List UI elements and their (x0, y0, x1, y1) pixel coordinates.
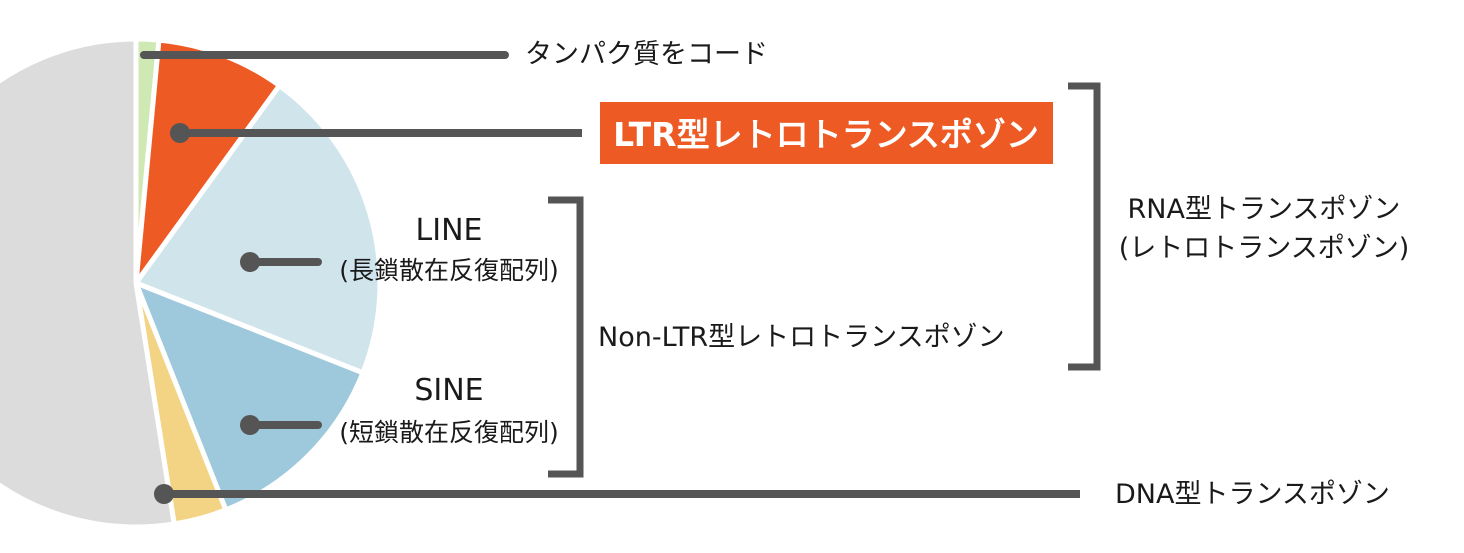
rna-label-line2: (レトロトランスポゾン) (1119, 233, 1410, 264)
line-sublabel: (長鎖散在反復配列) (339, 256, 559, 285)
line-label: LINE (416, 213, 483, 248)
leader-dot-line (240, 252, 260, 272)
dna-label: DNA型トランスポゾン (1115, 479, 1390, 510)
leader-lines (140, 51, 1080, 498)
rna-label-line1: RNA型トランスポゾン (1128, 194, 1401, 225)
pie-slices (0, 36, 383, 530)
bracket-rna (1068, 82, 1101, 371)
pie-slice-line (133, 83, 383, 376)
brackets (548, 82, 1101, 478)
ltr-label: LTR型レトロトランスポゾン (613, 115, 1039, 154)
pie-slice-other (0, 36, 177, 530)
non-ltr-label: Non-LTR型レトロトランスポゾン (598, 322, 1005, 353)
protein-label: タンパク質をコード (525, 39, 768, 70)
sine-sublabel: (短鎖散在反復配列) (339, 418, 559, 447)
leader-dot-sine (240, 415, 260, 435)
leader-dots (154, 123, 260, 504)
bracket-non-ltr (548, 196, 584, 478)
ltr-label-box (600, 102, 1053, 164)
leader-dot-ltr (170, 123, 190, 143)
pie-slice-sine (133, 280, 366, 513)
leader-dot-dna (154, 484, 174, 504)
sine-label: SINE (414, 373, 483, 408)
